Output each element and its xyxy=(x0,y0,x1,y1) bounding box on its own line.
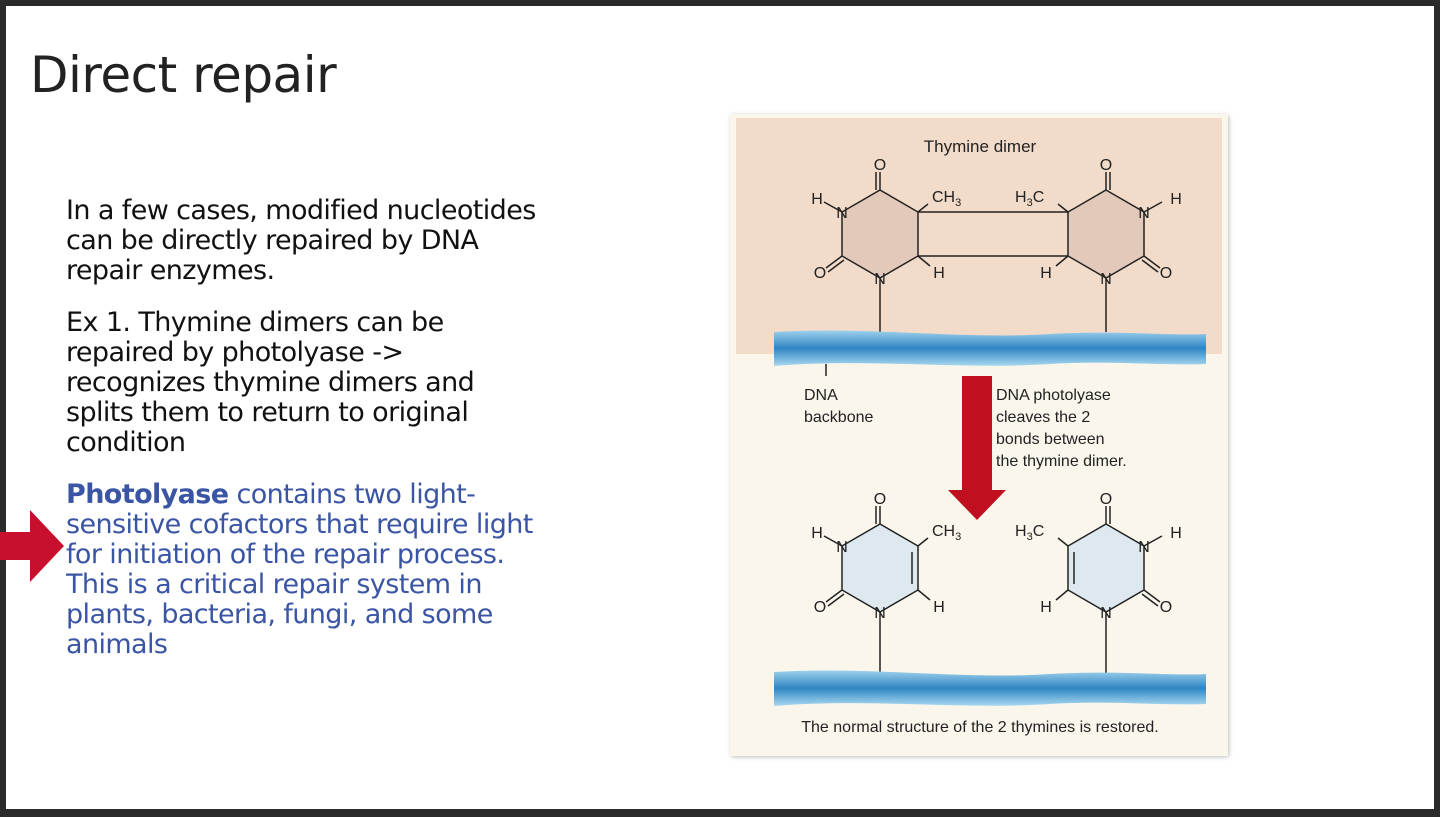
atom-label: O xyxy=(814,265,826,282)
atom-label: H xyxy=(933,265,945,282)
atom-label: N xyxy=(1138,539,1150,556)
atom-label: N xyxy=(836,205,848,222)
photolyase-description: contains two light-sensitive cofactors t… xyxy=(66,479,533,660)
atom-label: N xyxy=(1138,205,1150,222)
slide-title: Direct repair xyxy=(30,46,337,104)
atom-label: O xyxy=(1100,157,1112,174)
atom-label: O xyxy=(1100,491,1112,508)
body-text: In a few cases, modified nucleotides can… xyxy=(66,196,536,682)
atom-label: H xyxy=(1170,191,1182,208)
atom-label: H xyxy=(1040,599,1052,616)
atom-label: H xyxy=(811,525,823,542)
atom-label: O xyxy=(1160,599,1172,616)
pointer-arrow-shape xyxy=(0,510,64,582)
atom-label: CH3 xyxy=(932,523,961,543)
atom-label: O xyxy=(814,599,826,616)
repair-arrow-icon xyxy=(948,376,1006,520)
dna-backbone-bottom xyxy=(774,670,1206,706)
dna-backbone-label: DNA xyxy=(804,387,838,404)
photolyase-term: Photolyase xyxy=(66,479,229,510)
figure-canvas: Thymine dimer O H N O N H CH3 xyxy=(736,118,1222,736)
photolyase-caption-line: cleaves the 2 xyxy=(996,409,1090,426)
atom-label: H xyxy=(1040,265,1052,282)
right-thymine-ring xyxy=(1067,523,1145,613)
atom-label: N xyxy=(836,539,848,556)
atom-label: O xyxy=(874,491,886,508)
atom-label: CH3 xyxy=(932,189,961,209)
atom-label: H xyxy=(933,599,945,616)
thymine-dimer-title: Thymine dimer xyxy=(924,137,1037,156)
restored-caption: The normal structure of the 2 thymines i… xyxy=(801,719,1158,736)
photolyase-caption-line: DNA photolyase xyxy=(996,387,1111,404)
pointer-arrow-icon xyxy=(0,510,64,582)
photolyase-caption-line: bonds between xyxy=(996,431,1105,448)
atom-label: O xyxy=(874,157,886,174)
photolyase-caption-line: the thymine dimer. xyxy=(996,453,1127,470)
atom-label: O xyxy=(1160,265,1172,282)
thymine-dimer-figure: Thymine dimer O H N O N H CH3 xyxy=(730,114,1228,756)
atom-label: H3C xyxy=(1015,523,1044,543)
paragraph-intro: In a few cases, modified nucleotides can… xyxy=(66,195,536,286)
slide: Direct repair In a few cases, modified n… xyxy=(0,6,1434,809)
atom-label: H xyxy=(811,191,823,208)
paragraph-photolyase: Photolyase contains two light-sensitive … xyxy=(66,480,536,660)
left-thymine-ring xyxy=(841,523,919,613)
atom-label: H3C xyxy=(1015,189,1044,209)
dna-backbone-top xyxy=(774,330,1206,366)
atom-label: H xyxy=(1170,525,1182,542)
dna-backbone-label: backbone xyxy=(804,409,873,426)
paragraph-example: Ex 1. Thymine dimers can be repaired by … xyxy=(66,307,475,458)
